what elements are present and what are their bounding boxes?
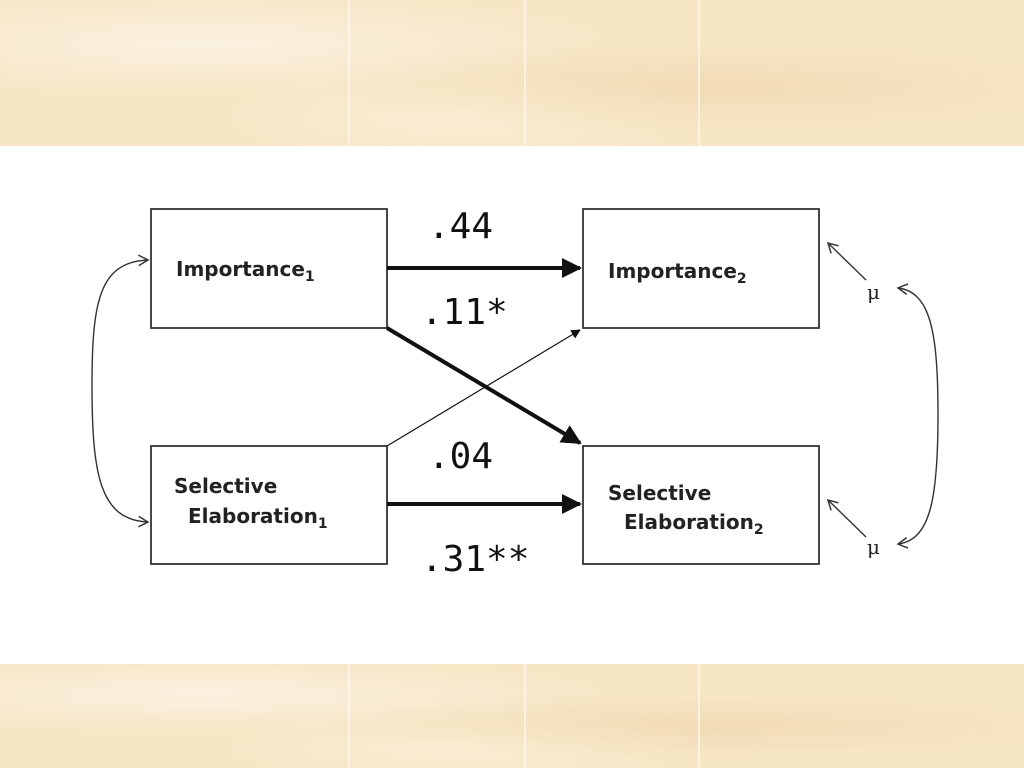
svg-text:Importance2: Importance2 (608, 259, 747, 287)
node-importance-2: Importance2 (582, 208, 820, 329)
decorative-bottom-band (0, 664, 1024, 768)
node-selective-elaboration-2: Selective Elaboration2 (582, 445, 820, 565)
correlation-curve-left (91, 254, 150, 528)
path-importance1-to-selective2 (385, 326, 582, 445)
error-arrow-selective2 (826, 498, 867, 538)
coef-imp1-imp2: .44 (428, 206, 493, 247)
coef-sel1-sel2: .31** (421, 539, 529, 580)
svg-text:Selective: Selective (174, 474, 277, 498)
node-selective-elaboration-1: Selective Elaboration1 (150, 445, 388, 565)
decorative-top-band (0, 0, 1024, 146)
svg-text:Elaboration1: Elaboration1 (188, 504, 328, 532)
svg-text:Elaboration2: Elaboration2 (624, 510, 764, 538)
path-selective1-to-importance2 (386, 329, 581, 447)
error-term-importance2: μ (867, 280, 880, 304)
error-term-selective2: μ (867, 535, 880, 559)
svg-text:Importance1: Importance1 (176, 257, 315, 285)
svg-text:Selective: Selective (608, 481, 711, 505)
error-arrow-importance2 (826, 241, 867, 281)
correlation-curve-right (896, 283, 939, 549)
node-importance-1: Importance1 (150, 208, 388, 329)
coef-sel1-imp2: .04 (428, 436, 493, 477)
coef-imp1-sel2: .11* (421, 292, 508, 333)
